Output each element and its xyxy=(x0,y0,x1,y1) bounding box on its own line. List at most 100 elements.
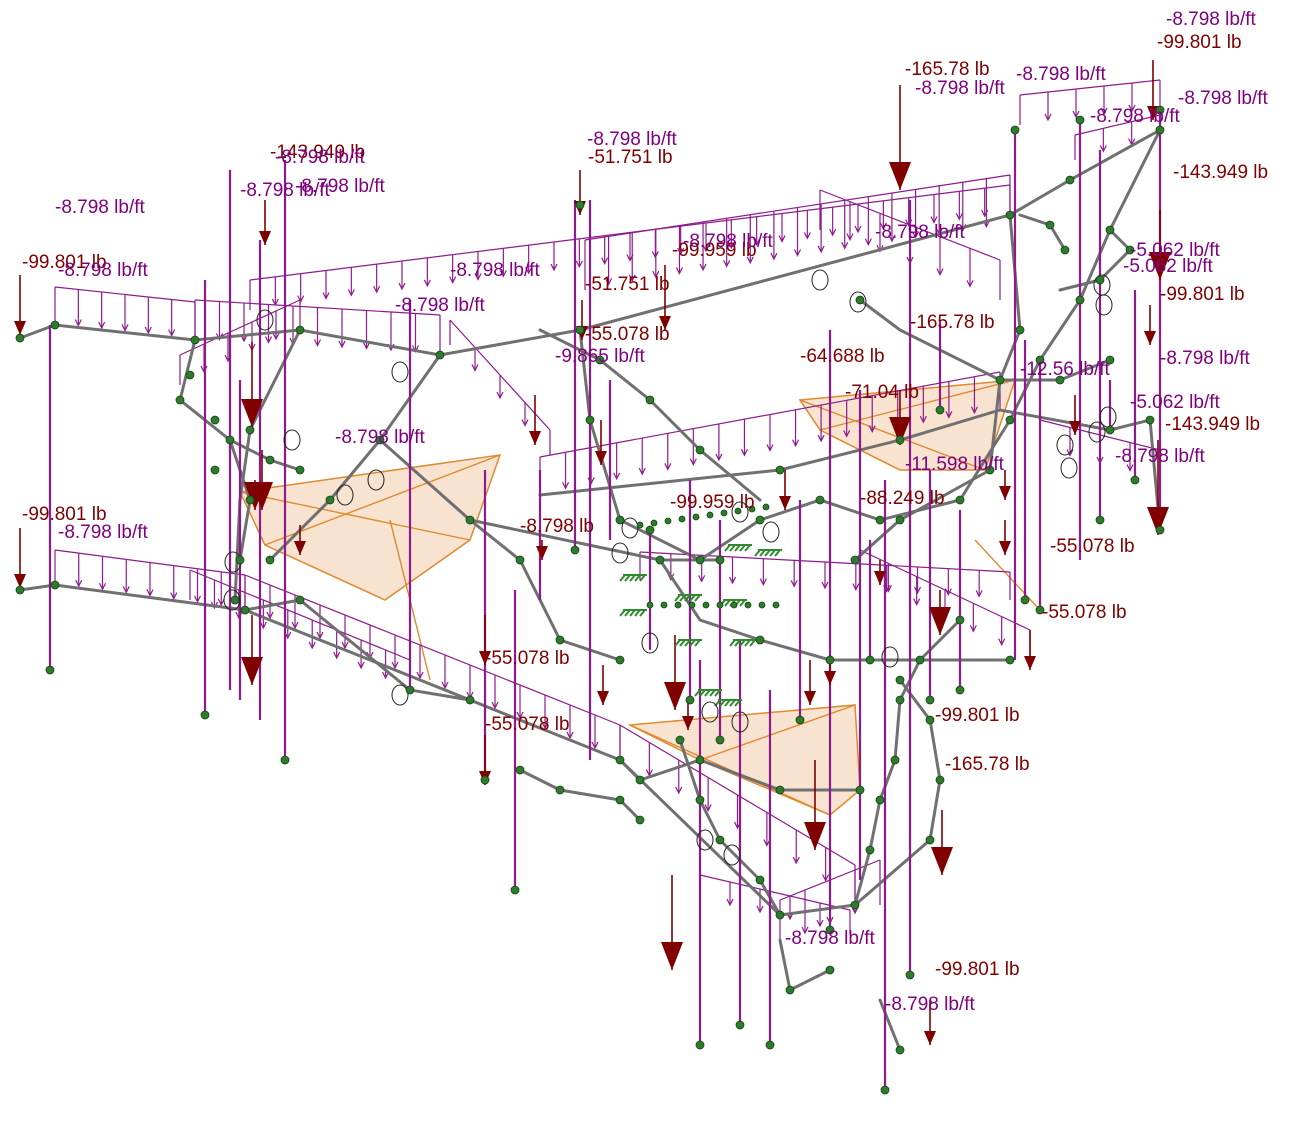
point-load-label: -165.78 lb xyxy=(910,312,995,333)
node xyxy=(935,405,945,415)
node xyxy=(1125,245,1135,255)
point-load-label: -55.078 lb xyxy=(1042,602,1127,623)
distributed-load-arrowhead xyxy=(74,319,82,327)
distributed-load-arrowhead xyxy=(803,232,811,240)
point-load-arrowhead xyxy=(931,847,953,875)
point-load-arrowhead xyxy=(682,716,694,730)
support-hatch xyxy=(674,639,681,647)
distributed-load-arrowhead xyxy=(357,661,365,670)
distributed-load-arrowhead xyxy=(846,233,854,242)
support-hatch xyxy=(729,639,736,647)
distributed-load-arrowhead xyxy=(491,701,499,710)
member xyxy=(853,213,1022,562)
node xyxy=(695,445,705,455)
point-load-arrowhead xyxy=(244,482,266,510)
node xyxy=(765,1040,775,1050)
node xyxy=(555,785,565,795)
distributed-load-arrowhead xyxy=(170,592,178,600)
distributed-load-label: -8.798 lb/ft xyxy=(785,928,875,949)
support-node xyxy=(748,505,756,513)
node xyxy=(985,465,995,475)
distributed-load-arrowhead xyxy=(1072,110,1080,119)
node xyxy=(635,815,645,825)
distributed-load-arrowhead xyxy=(313,339,322,347)
distributed-load-label: -8.798 lb/ft xyxy=(1016,64,1106,85)
point-load-label: -143.949 lb xyxy=(1173,162,1268,183)
distributed-load-arrowhead xyxy=(333,651,341,660)
point-load-arrowhead xyxy=(889,162,911,190)
node xyxy=(850,900,860,910)
support-hatch xyxy=(734,639,741,647)
distributed-load-arrowhead xyxy=(792,439,800,448)
point-load-label: -143.949 lb xyxy=(270,142,365,163)
node xyxy=(695,555,705,565)
point-load-label: -99.959 lb xyxy=(672,240,757,261)
support-hatch xyxy=(619,609,626,617)
member-release xyxy=(696,829,714,851)
node xyxy=(1105,225,1115,235)
distributed-load-line xyxy=(189,569,411,661)
node xyxy=(405,685,415,695)
node xyxy=(325,495,335,505)
point-load-arrowhead xyxy=(1144,331,1156,345)
node xyxy=(515,555,525,565)
node xyxy=(210,415,220,425)
distributed-load-arrowhead xyxy=(210,601,218,610)
node xyxy=(240,605,250,615)
distributed-load-arrowhead xyxy=(912,231,920,239)
node xyxy=(935,775,945,785)
plate-edge xyxy=(239,491,471,541)
distributed-load-arrowhead xyxy=(471,364,479,372)
support-hatch xyxy=(634,574,641,582)
point-load-label: -143.949 lb xyxy=(1165,414,1260,435)
support-node xyxy=(692,513,700,521)
distributed-load-arrowhead xyxy=(841,242,849,250)
support-hatch xyxy=(754,549,761,557)
node xyxy=(695,795,705,805)
point-load-arrowhead xyxy=(804,822,826,850)
distributed-load-arrowhead xyxy=(884,585,892,593)
distributed-load-label: -8.798 lb/ft xyxy=(335,427,425,448)
support-hatch xyxy=(744,639,751,647)
node xyxy=(1055,375,1065,385)
node xyxy=(230,595,240,605)
distributed-load-arrowhead xyxy=(341,641,349,650)
support-hatch xyxy=(639,574,646,582)
node xyxy=(1035,605,1045,615)
member xyxy=(243,598,472,702)
point-load-label: -99.801 lb xyxy=(935,705,1020,726)
point-load-arrowhead xyxy=(259,231,271,245)
distributed-load-arrowhead xyxy=(675,267,683,275)
distributed-load-arrowhead xyxy=(193,595,202,604)
distributed-load-label: -8.798 lb/ft xyxy=(395,295,485,316)
node xyxy=(190,335,200,345)
distributed-load-label: -8.798 lb/ft xyxy=(240,180,330,201)
distributed-load-arrowhead xyxy=(297,295,305,304)
point-load-arrowhead xyxy=(595,451,607,465)
distributed-load-arrowhead xyxy=(525,266,533,275)
distributed-load-arrowhead xyxy=(766,444,774,452)
member-release xyxy=(223,589,241,611)
plate-edge xyxy=(819,379,1016,431)
distributed-load-arrowhead xyxy=(843,430,851,438)
member-release xyxy=(881,646,899,668)
distributed-load-arrowhead xyxy=(575,260,583,269)
node xyxy=(210,465,220,475)
node xyxy=(1105,425,1115,435)
distributed-load-arrowhead xyxy=(1126,464,1134,472)
distributed-load-label: -11.598 lb/ft xyxy=(905,454,1005,475)
point-load-arrowhead xyxy=(1024,656,1036,670)
node xyxy=(245,425,255,435)
support-node xyxy=(706,511,714,519)
member-release xyxy=(336,484,354,506)
point-load-arrowhead xyxy=(241,399,263,427)
distributed-load-label: -5.062 lb/ft xyxy=(1123,256,1213,277)
member-release xyxy=(701,701,719,723)
support-hatch xyxy=(774,549,781,557)
point-load-arrowhead xyxy=(1069,421,1081,435)
node xyxy=(825,925,835,935)
member xyxy=(1018,213,1067,252)
node xyxy=(925,715,935,725)
node xyxy=(1145,415,1155,425)
